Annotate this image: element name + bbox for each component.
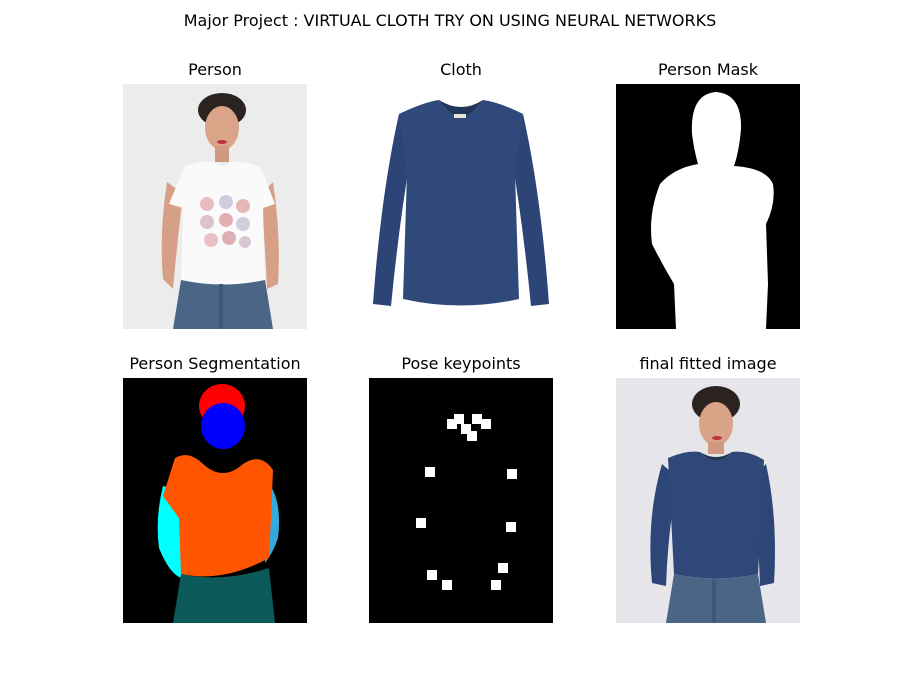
panel-title-person-mask: Person Mask (657, 60, 759, 79)
panel-title-person: Person (188, 60, 242, 79)
panel-title-cloth: Cloth (440, 60, 482, 79)
final-fitted-image (616, 378, 800, 623)
cloth-image (369, 84, 553, 329)
pose-keypoints-image (369, 378, 553, 623)
person-segmentation-image (123, 378, 307, 623)
person-image (123, 84, 307, 329)
panel-title-final-fitted-image: final fitted image (639, 354, 777, 373)
person-mask-image (616, 84, 800, 329)
panel-title-pose-keypoints: Pose keypoints (401, 354, 521, 373)
panel-title-person-segmentation: Person Segmentation (129, 354, 301, 373)
figure-title: Major Project : VIRTUAL CLOTH TRY ON USI… (183, 11, 717, 30)
